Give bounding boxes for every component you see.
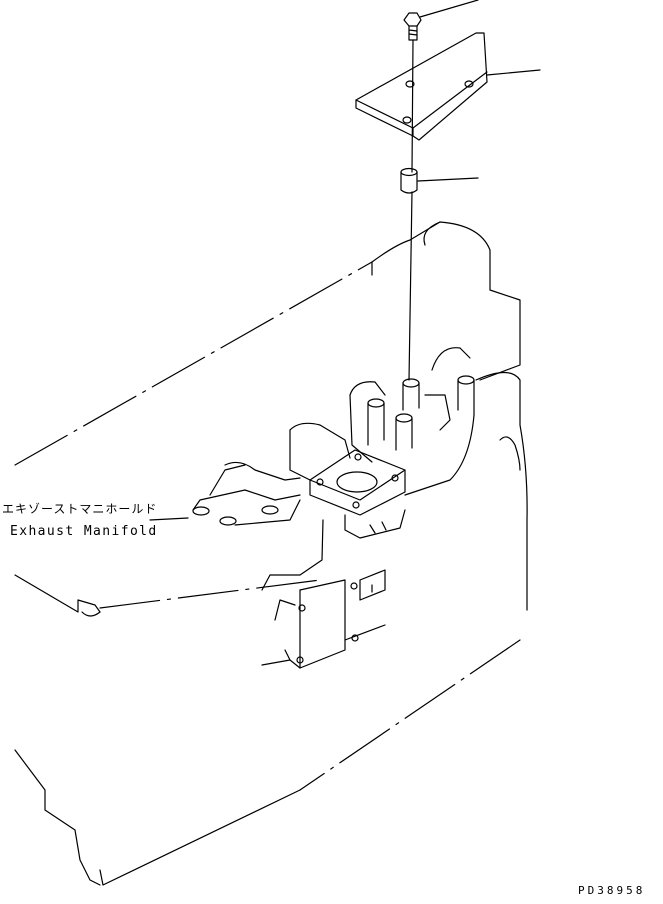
bolt — [403, 12, 422, 41]
exhaust-manifold — [192, 347, 475, 669]
drawing-code: PD38958 — [578, 884, 646, 897]
manifold-leader-line — [149, 517, 189, 521]
manifold-label-en: Exhaust Manifold — [10, 524, 158, 539]
manifold-label-jp: エキゾーストマニホールド — [2, 502, 158, 516]
spacer-collar — [400, 167, 418, 194]
spacer-leader-line — [417, 177, 479, 182]
assembly-axis-line — [408, 39, 414, 381]
bracket-leader-line — [486, 69, 541, 76]
bolt-leader-line — [419, 0, 479, 18]
engine-block-outline — [14, 221, 528, 886]
bracket-plate — [355, 32, 488, 141]
